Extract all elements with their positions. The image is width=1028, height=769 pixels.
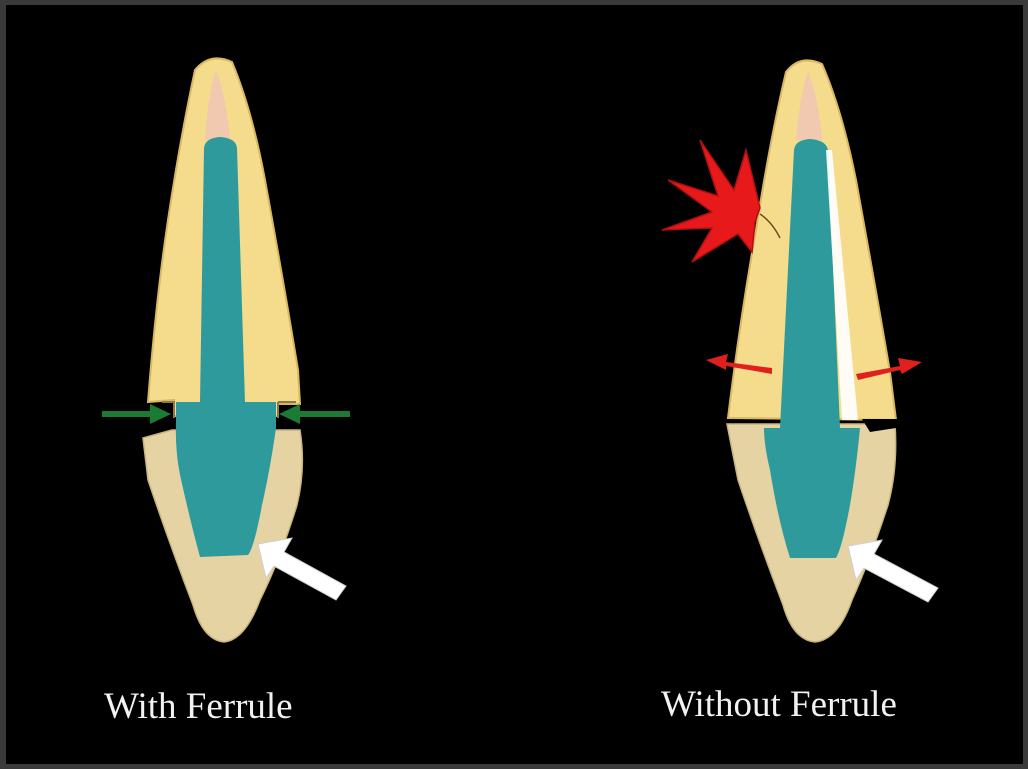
caption-with-ferrule: With Ferrule [104,688,293,725]
caption-without-ferrule: Without Ferrule [661,686,897,723]
white-load-arrow-icon [258,538,346,600]
green-ferrule-arrow-icon [102,404,171,424]
white-load-arrow-icon [848,540,938,602]
green-ferrule-arrow [279,404,350,424]
green-ferrule-arrow-icon [279,404,350,424]
green-ferrule-arrow [102,404,171,424]
